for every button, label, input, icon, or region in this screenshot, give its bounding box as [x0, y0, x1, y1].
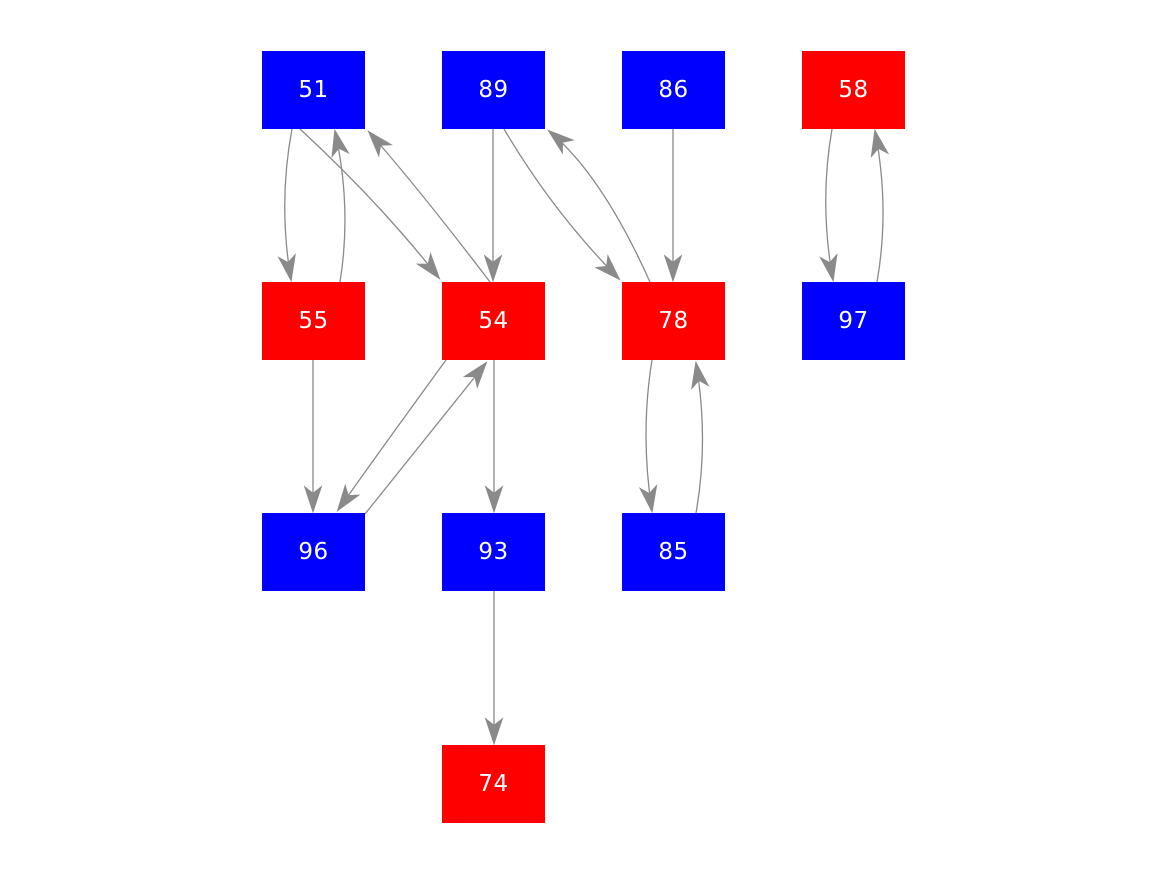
node-93-label: 93	[478, 538, 509, 565]
edge-89-78	[503, 128, 621, 281]
node-86: 86	[622, 51, 725, 129]
node-74-label: 74	[478, 770, 509, 797]
edge-85-78	[691, 360, 710, 514]
node-97-label: 97	[838, 307, 869, 334]
edge-97-58	[870, 128, 890, 283]
node-54: 54	[442, 282, 545, 360]
edge-55-51	[331, 128, 350, 283]
node-96-label: 96	[298, 538, 329, 565]
edge-78-89	[547, 129, 651, 283]
node-55: 55	[262, 282, 365, 360]
edge-96-54	[364, 361, 488, 515]
edge-78-85	[638, 359, 658, 514]
edge-58-97	[819, 128, 838, 283]
node-58-label: 58	[838, 76, 869, 103]
node-93: 93	[442, 513, 545, 591]
node-51-label: 51	[298, 76, 329, 103]
node-89-label: 89	[478, 76, 509, 103]
node-85: 85	[622, 513, 725, 591]
node-85-label: 85	[658, 538, 689, 565]
edge-54-96	[336, 359, 447, 512]
node-51: 51	[262, 51, 365, 129]
node-96: 96	[262, 513, 365, 591]
node-78-label: 78	[658, 307, 689, 334]
node-78: 78	[622, 282, 725, 360]
node-97: 97	[802, 282, 905, 360]
node-89: 89	[442, 51, 545, 129]
node-74: 74	[442, 745, 545, 823]
node-55-label: 55	[298, 307, 329, 334]
edge-51-54	[299, 128, 441, 280]
edge-group	[277, 128, 890, 746]
node-54-label: 54	[478, 307, 509, 334]
edge-51-55	[277, 128, 296, 283]
edge-54-51	[367, 130, 491, 283]
node-86-label: 86	[658, 76, 689, 103]
node-58: 58	[802, 51, 905, 129]
